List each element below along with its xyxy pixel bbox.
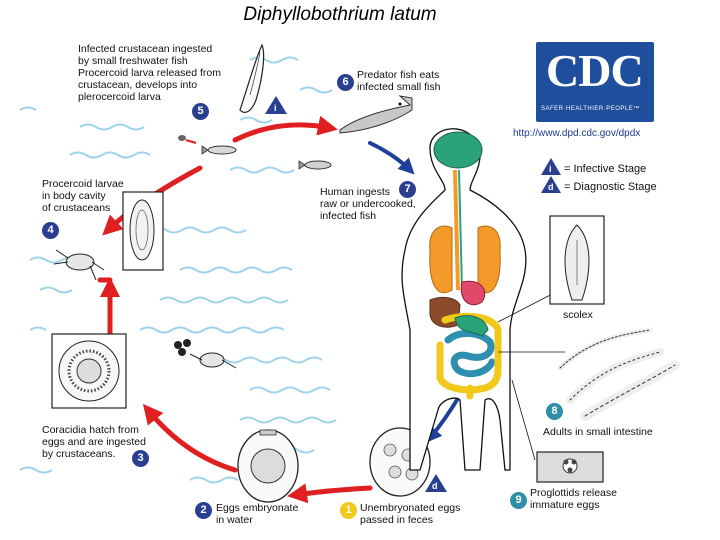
esophagus-icon [453, 169, 463, 291]
cdc-logo-text: CDC [546, 45, 644, 96]
legend-infective-badge: i [541, 158, 561, 175]
page-title: Diphyllobothrium latum [243, 4, 437, 25]
scolex-icon [549, 215, 605, 305]
colon-icon [436, 312, 502, 400]
scolex-label: scolex [563, 309, 593, 321]
coracidium-icon [51, 333, 127, 409]
cdc-tagline: SAFER·HEALTHIER·PEOPLE™ [541, 106, 640, 112]
procercoid-larva-icon [122, 191, 164, 271]
stage-8-number: 8 [546, 403, 563, 420]
crustacean-small-icon [178, 135, 197, 144]
lungs-icon [429, 225, 501, 294]
copepod-eating-icon [189, 352, 237, 369]
water-waves [19, 56, 337, 484]
svg-text:i: i [549, 164, 552, 174]
small-fish-icon [201, 145, 237, 155]
source-url[interactable]: http://www.dpd.cdc.gov/dpdx [513, 128, 641, 139]
stage-5-label: Infected crustacean ingested by small fr… [78, 43, 221, 103]
legend-diagnostic-label: = Diagnostic Stage [564, 181, 657, 193]
stage-8-label: Adults in small intestine [543, 426, 653, 438]
stage-4-number: 4 [42, 222, 59, 239]
copepod-icon [53, 249, 105, 281]
stage-1-number: 1 [340, 502, 357, 519]
human-arrows [368, 141, 462, 443]
svg-text:d: d [548, 182, 554, 192]
infective-badge-stage5: i [265, 96, 287, 114]
stage-9-number: 9 [510, 492, 527, 509]
stage-1-label: Unembryonated eggs passed in feces [360, 502, 461, 526]
egg-cluster-icon [174, 339, 191, 356]
gut-green-icon [454, 315, 489, 337]
legend-diagnostic-badge: d [541, 176, 561, 193]
stage-2-number: 2 [195, 502, 212, 519]
stage-7-number: 7 [399, 181, 416, 198]
predator-fish-icon [339, 95, 413, 134]
diagnostic-badge-stage1: d [425, 474, 447, 492]
small-prey-fish-icon [298, 160, 332, 170]
stomach-icon [460, 280, 486, 306]
stage-4-label: Procercoid larvae in body cavity of crus… [42, 178, 124, 214]
stage-6-number: 6 [337, 74, 354, 91]
stage-2-label: Eggs embryonate in water [216, 502, 299, 526]
legend-infective-label: = Infective Stage [564, 163, 647, 175]
adult-tapeworm-icon [557, 327, 680, 421]
stage-3-number: 3 [132, 450, 149, 467]
stage-5-number: 5 [192, 103, 209, 120]
stage-7-label: Human ingests raw or undercooked, infect… [320, 186, 416, 222]
small-intestine-icon [444, 330, 496, 378]
embryonated-egg-icon [237, 429, 299, 503]
stage-6-label: Predator fish eats infected small fish [357, 69, 441, 93]
plerocercoid-larva-icon [239, 43, 265, 113]
stage-9-label: Proglottids release immature eggs [530, 487, 617, 511]
stage-3-label: Coracidia hatch from eggs and are ingest… [42, 424, 146, 460]
proglottid-icon [536, 451, 604, 483]
cdc-logo [536, 42, 654, 122]
svg-text:i: i [274, 103, 277, 113]
svg-text:d: d [432, 481, 438, 491]
brain-icon [433, 131, 483, 169]
